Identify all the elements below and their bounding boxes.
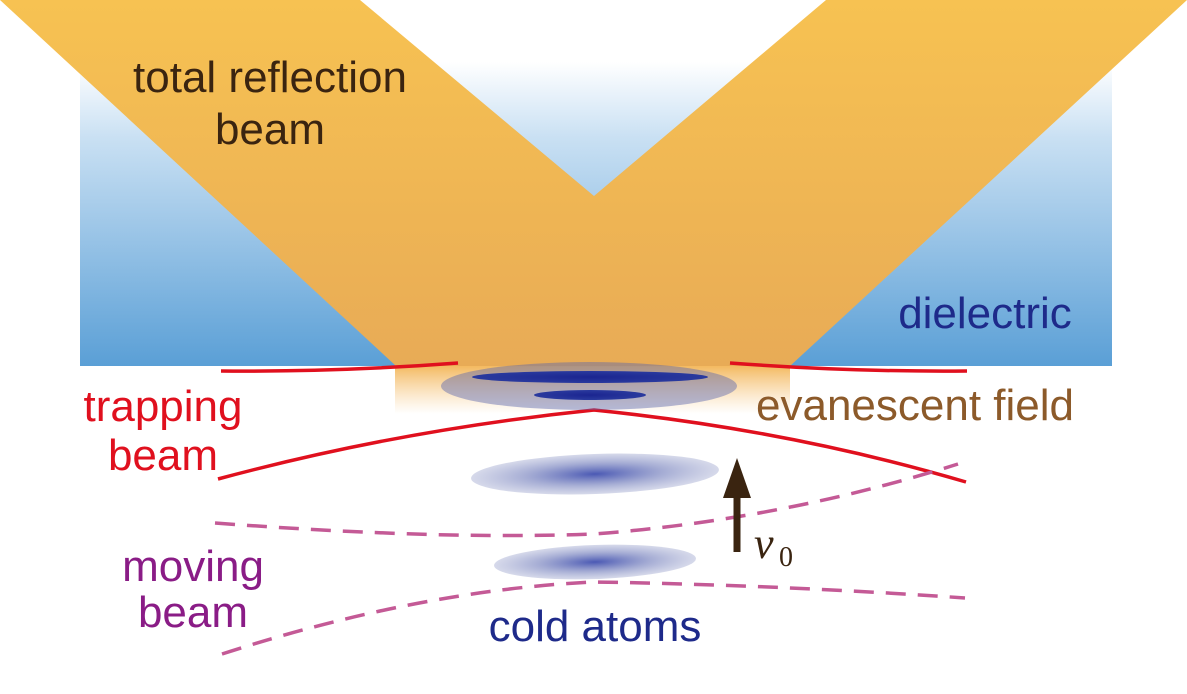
moving-beam-label-line1: moving xyxy=(122,542,264,591)
moving-beam-label-line2: beam xyxy=(138,588,248,637)
cold-atoms-label: cold atoms xyxy=(489,602,702,651)
trapping-beam-lower xyxy=(217,408,967,484)
velocity-arrow-head xyxy=(723,458,751,498)
total-reflection-beam xyxy=(0,0,1187,366)
trapping-beam-upper-left xyxy=(220,361,459,373)
dielectric-label: dielectric xyxy=(898,289,1072,338)
velocity-symbol: v xyxy=(754,519,774,568)
atom-cloud-lower xyxy=(494,544,696,580)
moving-beam-upper xyxy=(214,462,959,538)
atom-cloud-middle xyxy=(471,453,719,495)
total-reflection-label-line2: beam xyxy=(215,105,325,154)
atom-cloud-surface-core-upper xyxy=(472,371,708,383)
trapping-beam-label-line1: trapping xyxy=(83,382,242,431)
atom-cloud-surface xyxy=(441,362,737,410)
velocity-subscript: 0 xyxy=(779,542,793,573)
total-reflection-label-line1: total reflection xyxy=(133,53,407,102)
evanescent-field-label: evanescent field xyxy=(756,381,1074,430)
atom-cloud-surface-core-lower xyxy=(534,390,646,400)
trapping-beam-label-line2: beam xyxy=(108,431,218,480)
trapping-beam-upper-right xyxy=(729,361,968,373)
